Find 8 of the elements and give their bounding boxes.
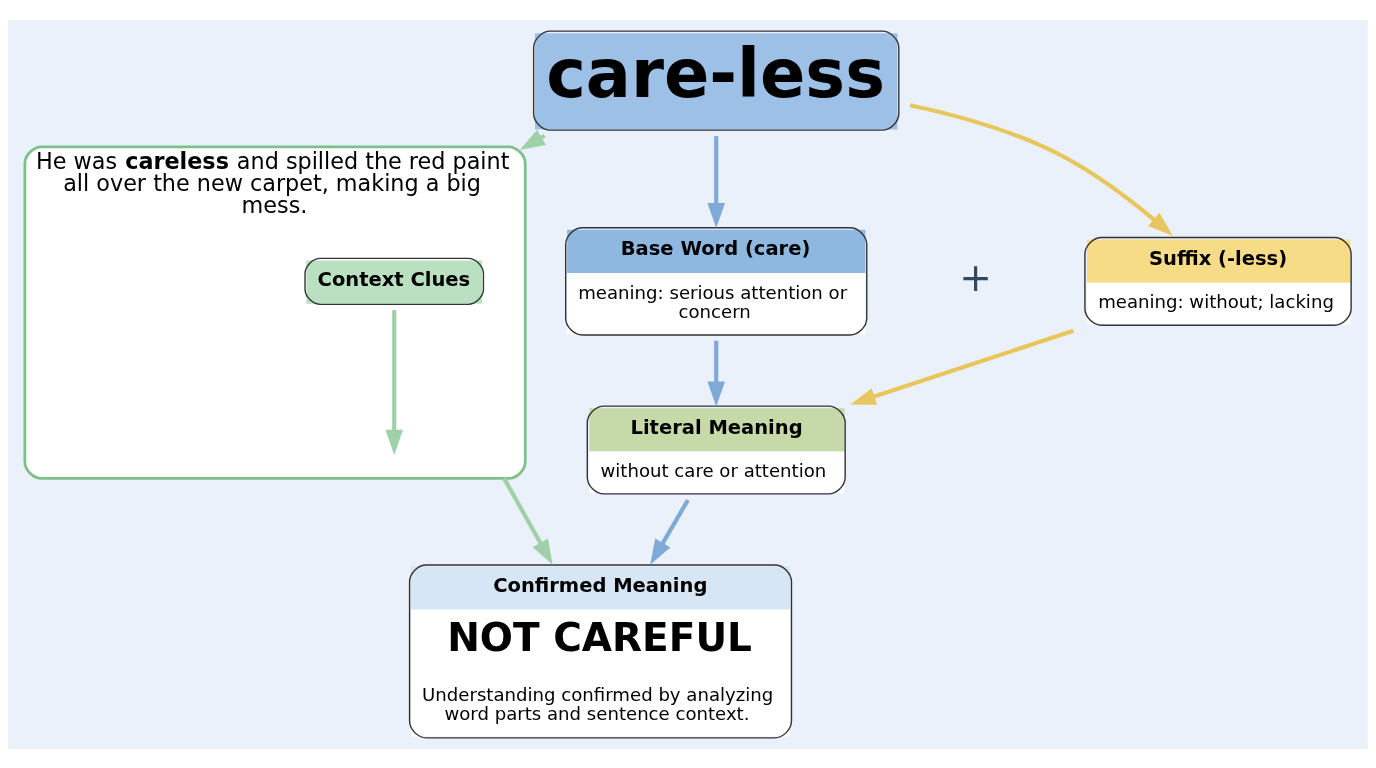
arrow bbox=[385, 309, 404, 455]
arrow bbox=[909, 102, 1173, 236]
label: + bbox=[959, 254, 992, 300]
arrow bbox=[707, 135, 726, 228]
arrow bbox=[707, 340, 726, 407]
arrow bbox=[850, 328, 1075, 405]
arrow bbox=[650, 498, 690, 565]
arrow bbox=[502, 476, 553, 565]
